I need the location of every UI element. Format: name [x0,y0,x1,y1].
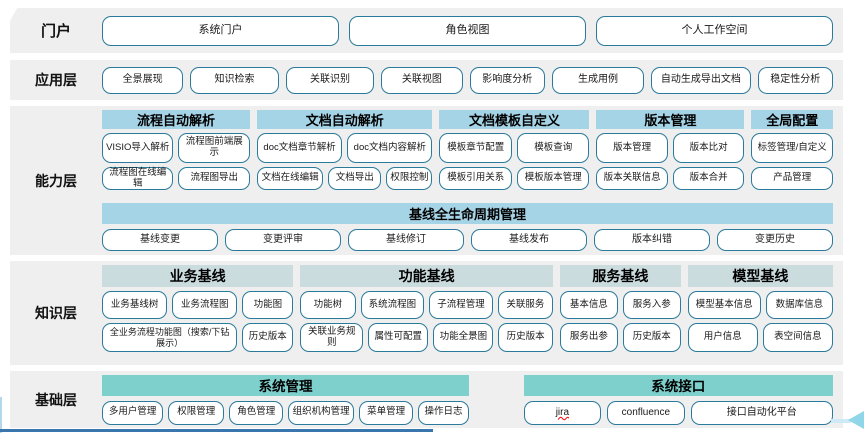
module-box: 版本关联信息 [596,167,668,190]
module-box: 基线发布 [471,229,587,251]
module-box: 历史版本 [498,323,553,352]
module-box: 关联业务规则 [300,323,364,352]
knowledge-layer-band: 知识层 业务基线 业务基线树 业务流程图 功能图 全业务流程功能图（搜索/下钻展… [10,261,843,365]
module-box: 表空间信息 [762,323,833,352]
group-header: 全局配置 [751,110,834,129]
module-box: doc文档章节解析 [256,133,343,163]
module-box: 版本管理 [596,133,668,163]
group-header: 功能基线 [300,265,553,287]
module-box: 服务出参 [560,323,618,352]
capability-content: 流程自动解析 VISIO导入解析 流程图前端展示 流程图在线编辑 流程图导出 文… [102,106,843,255]
left-arrow-icon [831,419,851,423]
module-box: 接口自动化平台 [690,400,833,425]
layer-label: 门户 [40,23,71,40]
layer-label: 应用层 [35,72,77,88]
module-box: 模板版本管理 [516,167,590,190]
knowledge-content: 业务基线 业务基线树 业务流程图 功能图 全业务流程功能图（搜索/下钻展示） 历… [102,261,843,365]
module-box: 版本合并 [672,167,745,190]
application-layer-band: 应用层 全景展现 知识检索 关联识别 关联视图 影响度分析 生成用例 自动生成导… [10,60,843,100]
application-content: 全景展现 知识检索 关联识别 关联视图 影响度分析 生成用例 自动生成导出文档 … [102,60,843,100]
group-header: 业务基线 [102,265,294,287]
module-box: 属性可配置 [368,323,429,352]
group-header: 系统接口 [523,374,833,396]
module-box: 菜单管理 [359,400,413,425]
group-header: 文档模板自定义 [439,110,590,129]
module-box: 个人工作空间 [596,15,833,46]
module-box: 模板查询 [516,133,590,163]
base-layer-band: 基础层 系统管理 多用户管理 权限管理 角色管理 组织机构管理 菜单管理 操作日… [10,371,843,428]
module-box: 流程图在线编辑 [102,167,174,190]
module-box: 关联视图 [381,66,463,94]
module-box: 基线变更 [102,229,218,251]
module-box: 历史版本 [622,323,681,352]
module-box: 功能树 [300,291,356,319]
group-header: 服务基线 [560,265,681,287]
layer-label: 能力层 [35,172,77,189]
module-box: jira [555,406,570,418]
module-box: 影响度分析 [469,66,545,94]
module-box: 流程图前端展示 [178,133,250,163]
left-edge-line [0,397,2,433]
module-box: confluence [607,400,685,425]
module-box: 数据库信息 [765,291,833,319]
module-box: VISIO导入解析 [102,133,174,163]
module-box: 多用户管理 [102,400,164,425]
module-box: 稳定性分析 [757,66,833,94]
module-box: 版本比对 [672,133,745,163]
bottom-edge-line [0,429,433,432]
module-box: 权限管理 [168,400,225,425]
portal-content: 系统门户 角色视图 个人工作空间 [102,8,843,53]
module-box: 变更评审 [225,229,341,251]
group-header: 系统管理 [102,374,470,396]
group-header: 版本管理 [596,110,745,129]
base-content: 系统管理 多用户管理 权限管理 角色管理 组织机构管理 菜单管理 操作日志 系统… [102,371,843,428]
module-box: 子流程管理 [429,291,493,319]
module-box: 业务流程图 [172,291,238,319]
module-box: 系统流程图 [360,291,425,319]
group-header: 流程自动解析 [102,110,250,129]
base-layer-gap [469,375,524,425]
module-box: 生成用例 [551,66,645,94]
module-box: 文档导出 [328,167,382,190]
module-box: 关联识别 [285,66,375,94]
module-box: 变更历史 [717,229,833,251]
module-box: 历史版本 [242,323,294,352]
capability-layer-band: 能力层 流程自动解析 VISIO导入解析 流程图前端展示 流程图在线编辑 流程图… [10,106,843,255]
module-box: 全景展现 [102,66,184,94]
portal-layer-band: 门户 系统门户 角色视图 个人工作空间 [10,8,843,53]
module-box: 系统门户 [102,15,339,46]
module-box: 产品管理 [751,167,834,190]
module-box: 标签管理/自定义 [751,133,834,163]
module-box: 自动生成导出文档 [651,66,751,94]
module-box: 组织机构管理 [288,400,355,425]
module-box: 服务入参 [622,291,681,319]
module-box: 基线修订 [348,229,464,251]
layer-label: 基础层 [35,391,77,408]
module-box: doc文档内容解析 [347,133,433,163]
module-box: 权限控制 [386,167,433,190]
module-box: 操作日志 [417,400,470,425]
module-box: 版本纠错 [594,229,710,251]
group-header: 文档自动解析 [256,110,433,129]
module-box: 文档在线编辑 [256,167,324,190]
module-box: 基本信息 [560,291,618,319]
module-box: 模板章节配置 [439,133,512,163]
baseline-lifecycle-header: 基线全生命周期管理 [102,203,833,224]
group-header: 模型基线 [687,265,833,287]
module-box: 模板引用关系 [439,167,512,190]
module-box: 角色视图 [349,15,586,46]
module-box: 功能全景图 [433,323,494,352]
module-box: 流程图导出 [178,167,250,190]
module-box: 关联服务 [497,291,553,319]
module-box: 功能图 [242,291,294,319]
left-arrow-icon [848,411,864,429]
module-box: 用户信息 [687,323,758,352]
module-box: 业务基线树 [102,291,168,319]
layer-label: 知识层 [35,305,77,321]
module-box: 模型基本信息 [687,291,761,319]
module-box: 知识检索 [190,66,279,94]
module-box: 角色管理 [229,400,284,425]
module-box: 全业务流程功能图（搜索/下钻展示） [102,323,238,352]
